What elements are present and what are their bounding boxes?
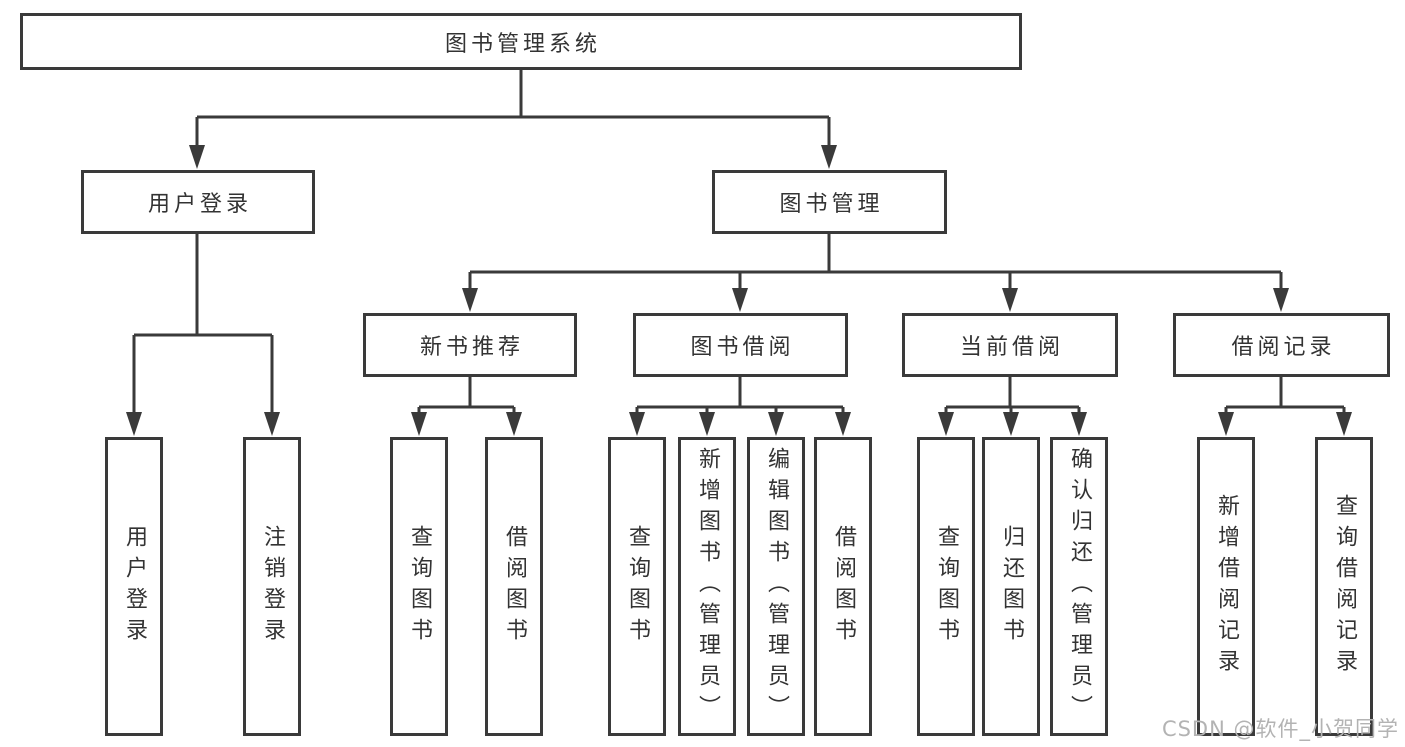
leaf-query-books-2: 查询图书 <box>608 437 666 736</box>
leaf-logout: 注销登录 <box>243 437 301 736</box>
node-current-borrowing: 当前借阅 <box>902 313 1118 377</box>
leaf-user-login: 用户登录 <box>105 437 163 736</box>
connector-current-borrowing-to-leaves <box>938 377 1087 436</box>
node-borrowing-records: 借阅记录 <box>1173 313 1390 377</box>
connector-book-borrowing-to-leaves <box>629 377 851 436</box>
leaf-query-books-1: 查询图书 <box>390 437 448 736</box>
leaf-confirm-return-admin: 确认归还（管理员） <box>1050 437 1108 736</box>
leaf-edit-books-admin: 编辑图书（管理员） <box>747 437 805 736</box>
connector-new-book-to-leaves <box>411 377 522 436</box>
node-new-book-recommend: 新书推荐 <box>363 313 577 377</box>
leaf-add-books-admin: 新增图书（管理员） <box>678 437 736 736</box>
connector-book-management-to-level3 <box>462 234 1289 312</box>
node-user-login: 用户登录 <box>81 170 315 234</box>
connector-user-login-to-leaves <box>126 234 280 436</box>
leaf-add-borrow-record: 新增借阅记录 <box>1197 437 1255 736</box>
leaf-query-books-3: 查询图书 <box>917 437 975 736</box>
node-book-borrowing: 图书借阅 <box>633 313 848 377</box>
leaf-query-borrow-record: 查询借阅记录 <box>1315 437 1373 736</box>
watermark: CSDN @软件_小贺同学 <box>1161 717 1399 741</box>
connector-borrowing-records-to-leaves <box>1218 377 1352 436</box>
leaf-borrow-books-1: 借阅图书 <box>485 437 543 736</box>
connector-root-to-level2 <box>189 70 837 169</box>
leaf-return-books: 归还图书 <box>982 437 1040 736</box>
leaf-borrow-books-2: 借阅图书 <box>814 437 872 736</box>
node-root: 图书管理系统 <box>20 13 1022 70</box>
node-book-management: 图书管理 <box>712 170 947 234</box>
